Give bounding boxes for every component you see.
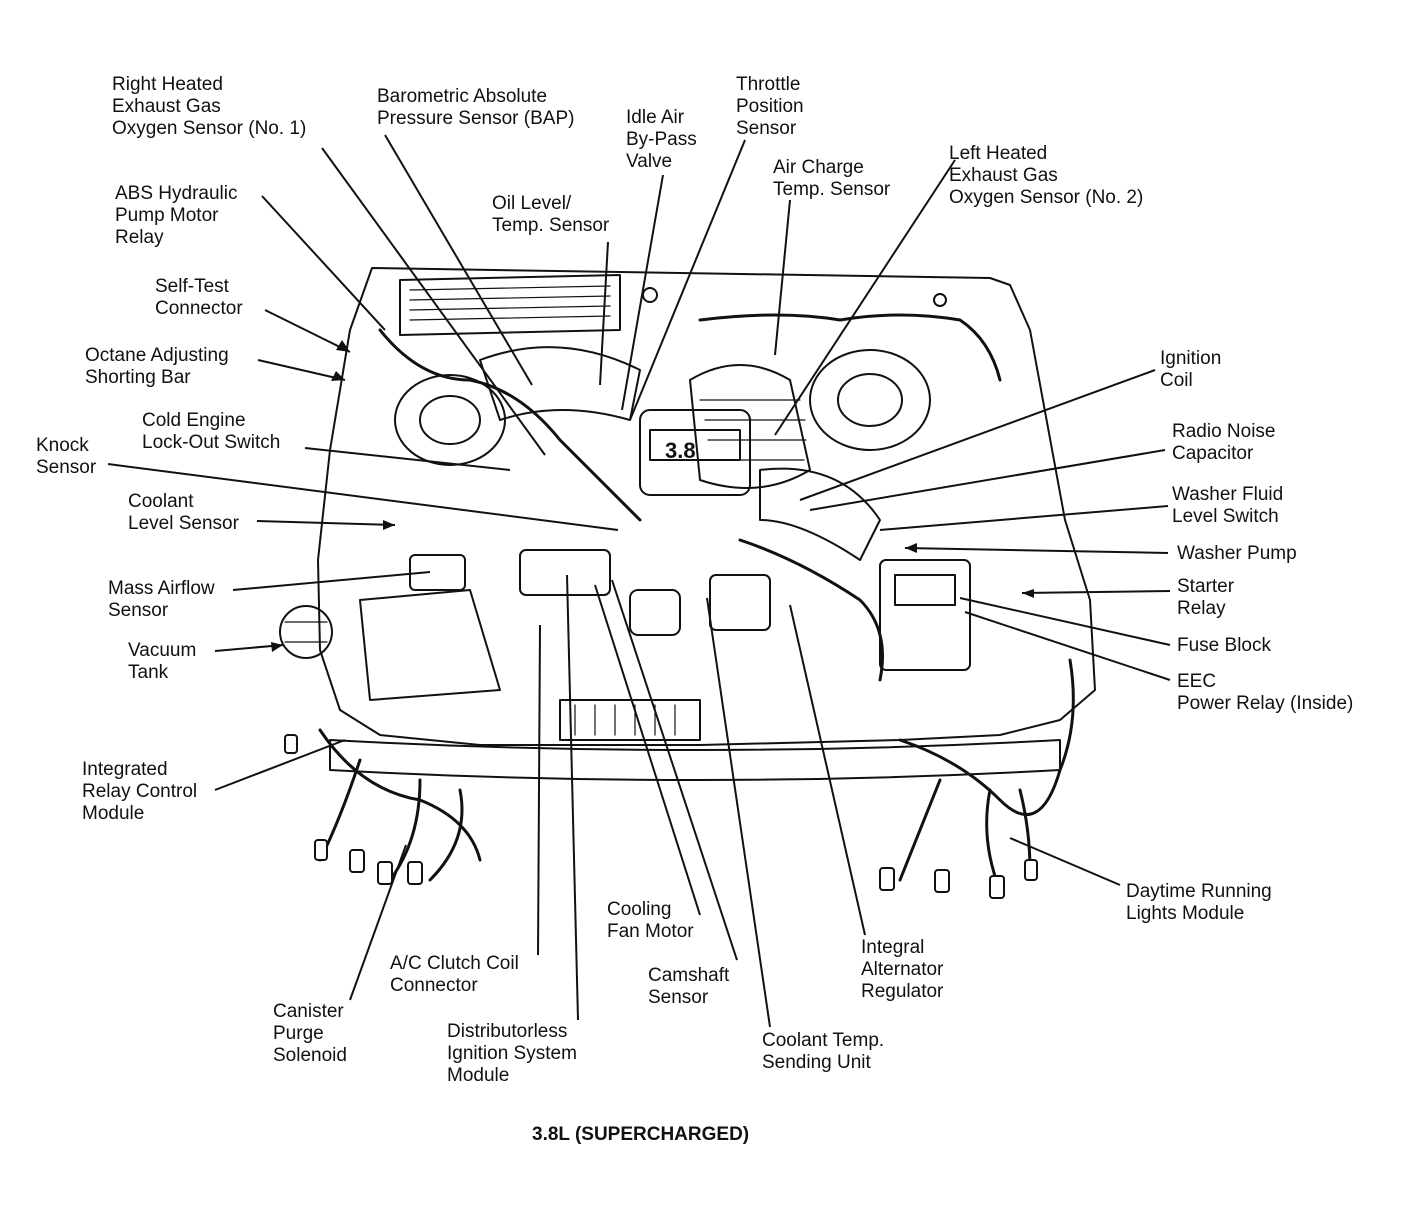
label-ignition-coil: Ignition Coil — [1160, 348, 1222, 391]
label-washer-pump: Washer Pump — [1177, 543, 1297, 564]
label-bap-sensor: Barometric Absolute Pressure Sensor (BAP… — [377, 86, 575, 129]
label-throttle-position-sensor: Throttle Position Sensor — [736, 74, 804, 139]
leader-lines — [107, 134, 1171, 1028]
label-coolant-temp-sending-unit: Coolant Temp. Sending Unit — [762, 1030, 885, 1073]
right-valve-cover — [759, 467, 881, 561]
label-canister-purge-solenoid: Canister Purge Solenoid — [273, 1001, 347, 1066]
label-left-heated-o2-sensor: Left Heated Exhaust Gas Oxygen Sensor (N… — [949, 143, 1144, 208]
label-integrated-relay-control-module: Integrated Relay Control Module — [82, 759, 198, 824]
label-fuse-block: Fuse Block — [1177, 635, 1271, 656]
left-shock-tower — [394, 374, 506, 466]
label-integral-alternator-regulator: Integral Alternator Regulator — [861, 937, 944, 1002]
label-octane-shorting-bar: Octane Adjusting Shorting Bar — [85, 345, 229, 388]
label-washer-fluid-level-switch: Washer Fluid Level Switch — [1172, 484, 1284, 527]
cowl — [399, 274, 621, 336]
intake-plenum — [639, 409, 751, 496]
label-coolant-level-sensor: Coolant Level Sensor — [128, 491, 239, 534]
label-air-charge-temp-sensor: Air Charge Temp. Sensor — [773, 157, 891, 200]
supercharger — [689, 364, 811, 489]
label-radio-noise-capacitor: Radio Noise Capacitor — [1172, 421, 1276, 464]
label-self-test-connector: Self-Test Connector — [155, 276, 243, 319]
label-abs-pump-motor-relay: ABS Hydraulic Pump Motor Relay — [115, 183, 238, 248]
label-daytime-running-lights-module: Daytime Running Lights Module — [1126, 881, 1272, 924]
label-camshaft-sensor: Camshaft Sensor — [648, 965, 730, 1008]
vacuum-tank-body — [279, 605, 333, 659]
label-cold-engine-lockout-switch: Cold Engine Lock-Out Switch — [142, 410, 281, 453]
label-vacuum-tank: Vacuum Tank — [128, 640, 197, 683]
label-mass-airflow-sensor: Mass Airflow Sensor — [108, 578, 215, 621]
label-cooling-fan-motor: Cooling Fan Motor — [607, 899, 694, 942]
left-harness — [378, 328, 642, 522]
label-starter-relay: Starter Relay — [1177, 576, 1235, 619]
label-ac-clutch-coil-connector: A/C Clutch Coil Connector — [390, 953, 519, 996]
diagram-caption: 3.8L (SUPERCHARGED) — [532, 1124, 750, 1145]
label-idle-air-bypass-valve: Idle Air By-Pass Valve — [626, 107, 697, 172]
label-knock-sensor: Knock Sensor — [36, 435, 97, 478]
label-right-heated-o2-sensor: Right Heated Exhaust Gas Oxygen Sensor (… — [112, 74, 307, 139]
right-shock-tower — [809, 349, 931, 451]
label-eec-power-relay: EEC Power Relay (Inside) — [1177, 671, 1354, 714]
air-cleaner — [359, 589, 501, 701]
label-oil-level-temp-sensor: Oil Level/ Temp. Sensor — [492, 193, 610, 236]
right-harness — [898, 658, 1075, 817]
engine-size-badge: 3.8 — [665, 438, 696, 463]
radiator — [559, 699, 701, 741]
label-distributorless-ignition-module: Distributorless Ignition System Module — [447, 1021, 577, 1086]
battery-area — [879, 559, 971, 671]
